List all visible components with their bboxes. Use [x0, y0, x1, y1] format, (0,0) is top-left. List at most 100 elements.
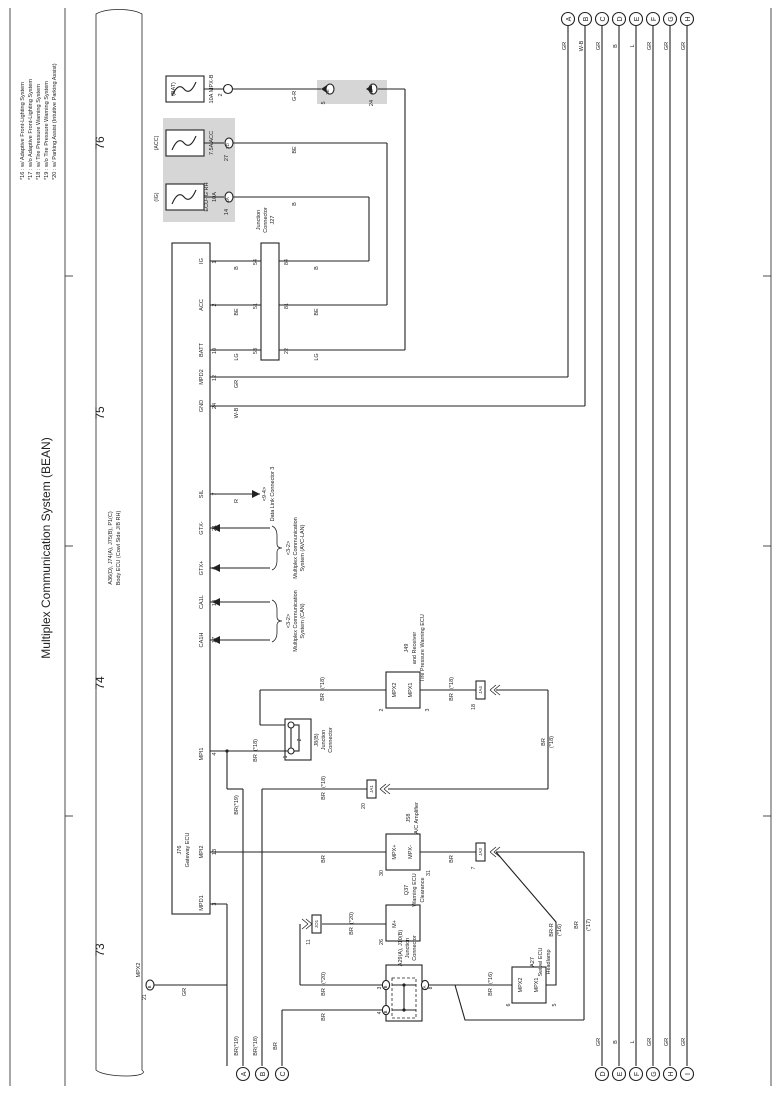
- wire-color-i-bottom: GR: [681, 1038, 687, 1046]
- swivel-name2: Swivel ECU: [538, 947, 544, 976]
- tpw-mpx2: MPX2: [392, 683, 398, 698]
- page-title: Multiplex Communication System (BEAN): [39, 437, 53, 658]
- clearance-pin26: 26: [379, 939, 385, 945]
- note-18-tpw2: (*18): [320, 677, 326, 689]
- pin-24: 24: [369, 100, 375, 106]
- wire-color-e-bottom: B: [613, 1040, 619, 1044]
- note-17-br: (*17): [586, 919, 592, 931]
- j8-code: J8(B): [314, 733, 320, 746]
- cont-bottom-h: H: [668, 1071, 675, 1076]
- wire-color-b-top: W-B: [579, 40, 585, 51]
- a29-name1: Junction: [405, 938, 411, 959]
- wire-color-a-top: GR: [562, 42, 568, 50]
- tpw-mpx1: MPX1: [408, 683, 414, 698]
- cont-top-b: B: [583, 16, 590, 21]
- swivel-mpx1: MPX1: [534, 978, 540, 993]
- note-18-ja4: (*18): [549, 736, 555, 748]
- right-vertical-wires: GR W-B GR B L GR GR GR GR B L GR GR GR: [562, 26, 688, 1066]
- can-ref: <3-2>: [286, 614, 292, 628]
- wire-color-h-top: GR: [681, 42, 687, 50]
- notes-block: *16 : w/ Adaptive Front-Lighting System …: [20, 63, 58, 180]
- wire-br18-bottom: BR(*18): [253, 1036, 259, 1056]
- terminal-mpi2: MPI2: [199, 845, 205, 858]
- ac-mpx-minus: MPX-: [408, 845, 414, 859]
- a29-letter-b1: B: [383, 985, 388, 988]
- wire-color-gr-mpx2: GR: [182, 988, 188, 996]
- tpw-ecu: MPX2 MPX1 Tire Pressure Warning ECU and …: [259, 614, 555, 789]
- clearance-m-plus: M+: [392, 920, 398, 928]
- j8-name2: Connector: [328, 727, 334, 753]
- connector-3e: 3E: [325, 89, 330, 95]
- a29-letter-b2: B: [383, 1010, 388, 1013]
- pin-ig: 1: [212, 260, 218, 263]
- terminal-gnd: GND: [199, 400, 205, 412]
- j27-pin-81: 81: [284, 303, 290, 309]
- fuse-acc-supply: (ACC): [154, 135, 160, 150]
- junction-j27-code: J27: [270, 216, 276, 225]
- body-ecu-code: A36(D), J74(A), J75(B), P1(C): [108, 511, 114, 585]
- gateway-ecu-name: Gateway ECU: [185, 833, 191, 868]
- wire-br19-bottom: BR(*19): [234, 1036, 240, 1056]
- mpx2-terminal: [145, 979, 155, 991]
- junction-j27: [260, 242, 280, 361]
- page-number-76: 76: [93, 136, 107, 150]
- wire-color-br-r: BR-R: [549, 923, 555, 936]
- terminal-ca1l: CA1L: [199, 595, 205, 609]
- tpw-code: J49: [404, 644, 410, 653]
- pin-27: 27: [224, 155, 230, 161]
- cont-bottom-c: C: [280, 1071, 287, 1076]
- wire-color-r-sil: R: [234, 499, 240, 503]
- pin-5: 5: [321, 101, 327, 104]
- swivel-pin6: 6: [506, 1003, 512, 1006]
- mpx2-name: MPX2: [136, 963, 142, 978]
- wire-color-lg-batt: LG: [234, 353, 240, 360]
- tpw-name1: Tire Pressure Warning ECU: [420, 614, 426, 682]
- fuse-bat-supply: (BAT): [171, 82, 177, 96]
- ja1-pin20: 20: [361, 803, 367, 809]
- pin-2: 2: [218, 93, 224, 96]
- continuation-markers: A B C D E F G H D E F G H I A B C: [235, 11, 695, 1082]
- note-19: *19 : w/o Tire Pressure Warning System: [44, 81, 50, 180]
- arrow-5: [321, 85, 327, 93]
- avc-ref: <3-2>: [286, 541, 292, 555]
- ac-pin30: 30: [379, 870, 385, 876]
- top-wires: 2 27 14 5 24 3E 2D 4A 4B G-R BE B: [204, 83, 406, 350]
- a29-pin8: 8: [428, 986, 434, 989]
- j27-pin-84: 84: [284, 259, 290, 265]
- dlc-link: R <9-4> Data Link Connector 3: [210, 467, 276, 521]
- terminal-gtx-plus: GTX+: [199, 561, 205, 576]
- wire-color-c-top: GR: [596, 42, 602, 50]
- wire-color-e-top: L: [630, 44, 636, 47]
- wire-br-bottom: BR: [273, 1042, 279, 1050]
- connector-ja1: [366, 779, 377, 799]
- page-number-75: 75: [93, 406, 107, 420]
- wire-color-d-top: B: [613, 44, 619, 48]
- ac-mpx-plus: MPX+: [392, 844, 398, 859]
- j27-pin-51: 51: [253, 303, 259, 309]
- wire-color-be-top: BE: [292, 146, 298, 154]
- wire-color-be-acc-r: BE: [314, 308, 320, 316]
- note-17: *17 : w/o Adaptive Front-Lighting System: [28, 79, 34, 180]
- j8-pin2: 2: [297, 738, 303, 741]
- cont-bottom-i: I: [685, 1073, 692, 1075]
- wire-color-d-bottom: GR: [596, 1038, 602, 1046]
- terminal-batt: BATT: [199, 342, 205, 356]
- note-16-swivel: (*16): [488, 972, 494, 984]
- pin-mpi1: 4: [212, 752, 218, 755]
- note-20-clearance: (*20): [349, 912, 355, 924]
- junction-j27-name: Junction: [256, 210, 262, 231]
- can-name2: System (CAN): [300, 603, 306, 638]
- cont-bottom-f: F: [634, 1072, 641, 1076]
- connector-2d: 2D: [225, 142, 230, 149]
- a29-name2: Connector: [412, 935, 418, 961]
- ac-pin7: 7: [471, 866, 477, 869]
- ecu-power-wires: B BE LG GR W-B B BE LG 54 51 53 84 81 22: [210, 26, 586, 418]
- j8-pin1: 1: [283, 755, 289, 758]
- junction-a29: B B A 3 4 8 A29(A), J10(B) Junction Conn…: [281, 930, 584, 1066]
- wire-color-br-clearance: BR: [349, 927, 355, 935]
- wire-color-br-ja4: BR: [541, 738, 547, 746]
- j27-pin-22: 22: [284, 348, 290, 354]
- swivel-name1: Headlamp: [546, 949, 552, 974]
- mpx2-pin: 21: [142, 994, 148, 1000]
